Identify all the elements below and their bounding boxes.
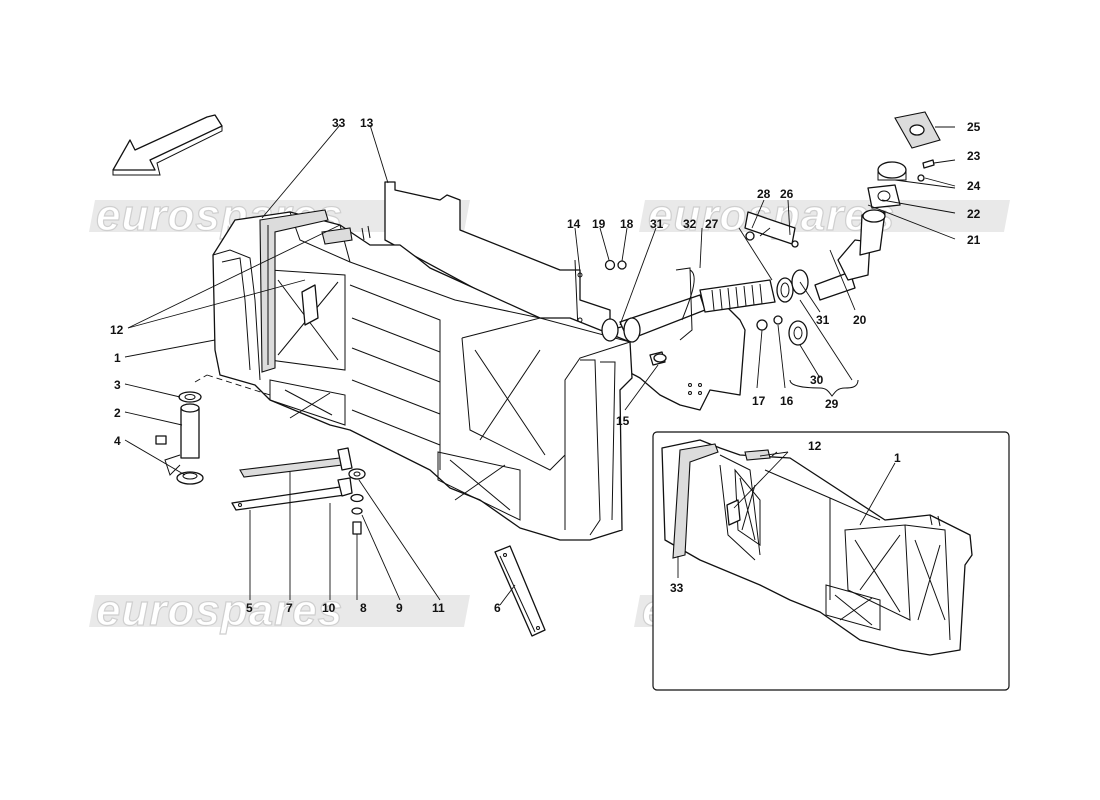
callout-31: 31	[816, 313, 830, 327]
callout-1: 1	[114, 351, 121, 365]
washer	[917, 174, 925, 182]
callout-26: 26	[780, 187, 794, 201]
tank-strap-upper	[239, 447, 353, 478]
callout-8: 8	[360, 601, 367, 615]
tank-strap-lower	[231, 477, 353, 511]
callout-27: 27	[705, 217, 719, 231]
callout-31: 31	[650, 217, 664, 231]
callout-12: 12	[110, 323, 124, 337]
callout-13: 13	[360, 116, 374, 130]
bracket-nut	[791, 240, 799, 248]
inset-callout-1: 1	[894, 451, 901, 465]
callout-23: 23	[967, 149, 981, 163]
rubber-bush-bore	[793, 326, 803, 340]
callout-15: 15	[616, 414, 630, 428]
watermark-band	[89, 595, 470, 627]
watermark-text: eurospares	[96, 586, 343, 635]
callout-20: 20	[853, 313, 867, 327]
callout-4: 4	[114, 434, 121, 448]
tank-strap-bracket	[494, 545, 546, 637]
foam-strip	[259, 209, 329, 373]
leader-lines	[124, 124, 956, 606]
callout-10: 10	[322, 601, 336, 615]
hose-clamp	[681, 269, 695, 321]
inset-callout-33: 33	[670, 581, 684, 595]
nut	[604, 259, 616, 271]
nut	[756, 319, 768, 331]
callout-21: 21	[967, 233, 981, 247]
screw	[922, 159, 935, 169]
callout-22: 22	[967, 207, 981, 221]
callout-2: 2	[114, 406, 121, 420]
callout-6: 6	[494, 601, 501, 615]
callout-9: 9	[396, 601, 403, 615]
callout-30: 30	[810, 373, 824, 387]
callout-11: 11	[432, 601, 445, 615]
callout-28: 28	[757, 187, 771, 201]
callout-numbers: 33 13 12 1 3 2 4 5 7 10 8 9 11 6 14 19 1…	[110, 116, 981, 615]
fuel-tank	[212, 211, 633, 541]
callout-33: 33	[332, 116, 346, 130]
strap-fasteners	[348, 468, 366, 535]
callout-3: 3	[114, 378, 121, 392]
fuel-level-sender	[155, 391, 204, 485]
callout-19: 19	[592, 217, 606, 231]
callout-17: 17	[752, 394, 766, 408]
nut	[617, 260, 627, 270]
callout-29: 29	[825, 397, 839, 411]
bracket-nut	[745, 231, 755, 241]
filler-gasket-hole	[909, 124, 925, 136]
callout-16: 16	[780, 394, 794, 408]
filler-cap	[859, 161, 907, 256]
callout-25: 25	[967, 120, 981, 134]
callout-18: 18	[620, 217, 634, 231]
nut	[773, 315, 783, 325]
callout-14: 14	[567, 217, 581, 231]
reference-line	[206, 374, 271, 396]
rubber-bush	[788, 320, 808, 346]
vent-valve	[649, 351, 667, 366]
callout-7: 7	[286, 601, 293, 615]
group-brace	[789, 379, 859, 397]
reference-line	[194, 374, 208, 383]
callout-24: 24	[967, 179, 981, 193]
inset-callouts: 12 1 33	[670, 439, 901, 595]
inset-callout-12: 12	[808, 439, 822, 453]
callout-5: 5	[246, 601, 253, 615]
inset-panel	[652, 431, 1010, 691]
arrow-down-left-icon	[112, 114, 223, 176]
callout-32: 32	[683, 217, 697, 231]
